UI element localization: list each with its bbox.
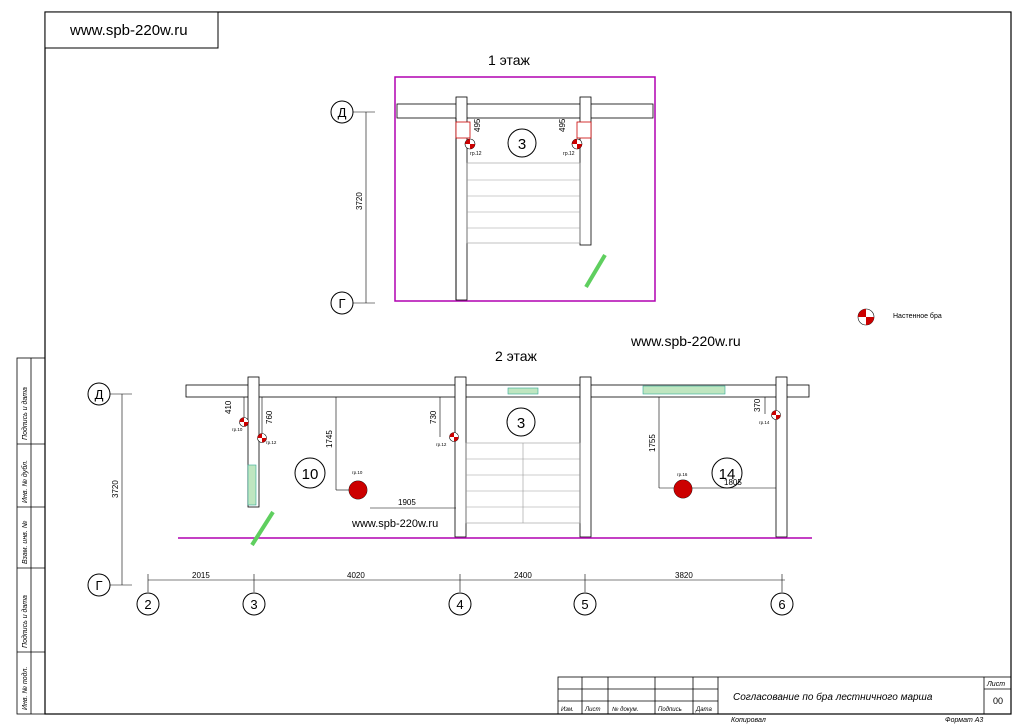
floor2-room-3: 3 (517, 415, 525, 432)
floor1-dim-vertical: 3720 (355, 192, 364, 210)
floor1-door (584, 253, 607, 289)
title-block-col-2: Лист (584, 707, 600, 713)
floor2-room-marker (294, 457, 326, 489)
title-block-col-1: Изм. (561, 707, 574, 713)
dim-1745: 1745 (325, 430, 334, 448)
lamp-label-c: гр.10 (352, 470, 363, 475)
bottom-dim-4: 3820 (675, 571, 693, 580)
floor1-dim-left: 495 (473, 118, 482, 132)
floor2-room-14: 14 (719, 466, 736, 483)
title-block (557, 676, 1012, 715)
floor2-door (250, 510, 275, 547)
floor2-window (507, 387, 539, 395)
axis-5: 5 (581, 597, 588, 612)
bottom-dim-2: 4020 (347, 571, 365, 580)
wall-lamp-icon (771, 410, 781, 420)
floor1-beam (396, 103, 654, 119)
lamp-label-d: гр.12 (436, 442, 447, 447)
title-block-format: Формат А3 (945, 717, 983, 724)
lamp-label-b: гр.12 (266, 440, 277, 445)
site-url-middle: www.spb-220w.ru (630, 333, 741, 349)
floor1-lamp-label-right: гр.12 (563, 151, 575, 157)
dim-1805: 1805 (724, 478, 742, 487)
legend-label: Настенное бра (893, 312, 942, 320)
dim-760: 760 (265, 410, 274, 424)
side-stamp (16, 357, 46, 715)
url-box (44, 11, 219, 49)
floor2-axis-g: Г (95, 578, 102, 593)
floor2-room-marker (506, 407, 536, 437)
ceiling-lamp-icon (673, 479, 693, 499)
floor2-title: 2 этаж (495, 348, 538, 364)
floor2-axis-d: Д (95, 387, 104, 402)
dim-410: 410 (224, 400, 233, 414)
title-block-title: Согласование по бра лестничного марша (733, 691, 933, 703)
floor1-room-number: 3 (518, 136, 526, 153)
floor1-lamp-label-left: гр.12 (470, 151, 482, 157)
title-block-sheet-value: 00 (993, 696, 1003, 706)
floor2-stairs (465, 442, 581, 524)
wall-lamp-icon (257, 433, 267, 443)
floor2-window (642, 385, 726, 395)
axis-4: 4 (456, 597, 463, 612)
side-stamp-4: Подпись и дата (21, 595, 29, 648)
ceiling-lamp-icon (348, 480, 368, 500)
axis-circle (136, 592, 160, 616)
axis-3: 3 (250, 597, 257, 612)
wall-lamp-icon (449, 432, 459, 442)
wall-lamp-icon (239, 417, 249, 427)
axis-circle (573, 592, 597, 616)
site-url-top: www.spb-220w.ru (69, 22, 188, 39)
floor1-room-marker (507, 128, 537, 158)
title-block-col-4: Подпись (658, 707, 682, 713)
legend-wall-lamp-icon (857, 308, 875, 326)
floor1-column-right (579, 96, 592, 246)
lamp-label-a: гр.10 (232, 427, 243, 432)
bottom-dim-1: 2015 (192, 571, 210, 580)
floor2-column (775, 376, 788, 538)
floor2-window-vertical (247, 464, 257, 506)
title-block-col-5: Дата (695, 707, 712, 713)
side-stamp-1: Подпись и дата (21, 387, 29, 440)
dim-1755: 1755 (648, 434, 657, 452)
floor2-column (454, 376, 467, 538)
wall-lamp-icon (464, 138, 476, 150)
lamp-label-e: гр.16 (677, 472, 688, 477)
dim-1905: 1905 (398, 498, 416, 507)
dim-370: 370 (753, 398, 762, 412)
floor2-dimension-lines (243, 397, 776, 509)
wall-lamp-icon (571, 138, 583, 150)
floor2-column (247, 376, 260, 508)
axis-circle (770, 592, 794, 616)
axis-circle (242, 592, 266, 616)
axis-2: 2 (144, 597, 151, 612)
dim-730: 730 (429, 410, 438, 424)
floor1-axis-d: Д (338, 105, 347, 120)
title-block-col-3: № докум. (612, 706, 638, 713)
bottom-dim-3: 2400 (514, 571, 532, 580)
title-block-copied: Копировал (731, 717, 766, 724)
floor1-dim-right: 495 (558, 118, 567, 132)
lamp-label-f: гр.14 (759, 420, 770, 425)
floor2-dim-vertical: 3720 (111, 480, 120, 498)
axis-circle (448, 592, 472, 616)
axis-6: 6 (778, 597, 785, 612)
side-stamp-3: Взам. инв. № (22, 520, 29, 564)
side-stamp-5: Инв. № подл. (21, 667, 29, 710)
side-stamp-2: Инв. № дубл. (21, 460, 29, 503)
floor1-axis-g: Г (338, 296, 345, 311)
floor2-room-10: 10 (302, 466, 319, 483)
floor1-wall-segment (576, 121, 592, 139)
floor1-stairs (466, 162, 581, 244)
floor2-column (579, 376, 592, 538)
floor1-title: 1 этаж (488, 52, 531, 68)
title-block-sheet-label: Лист (986, 681, 1005, 688)
floor1-boundary (394, 76, 656, 302)
site-url-plan: www.spb-220w.ru (351, 518, 438, 530)
floor1-wall-segment (455, 121, 471, 139)
